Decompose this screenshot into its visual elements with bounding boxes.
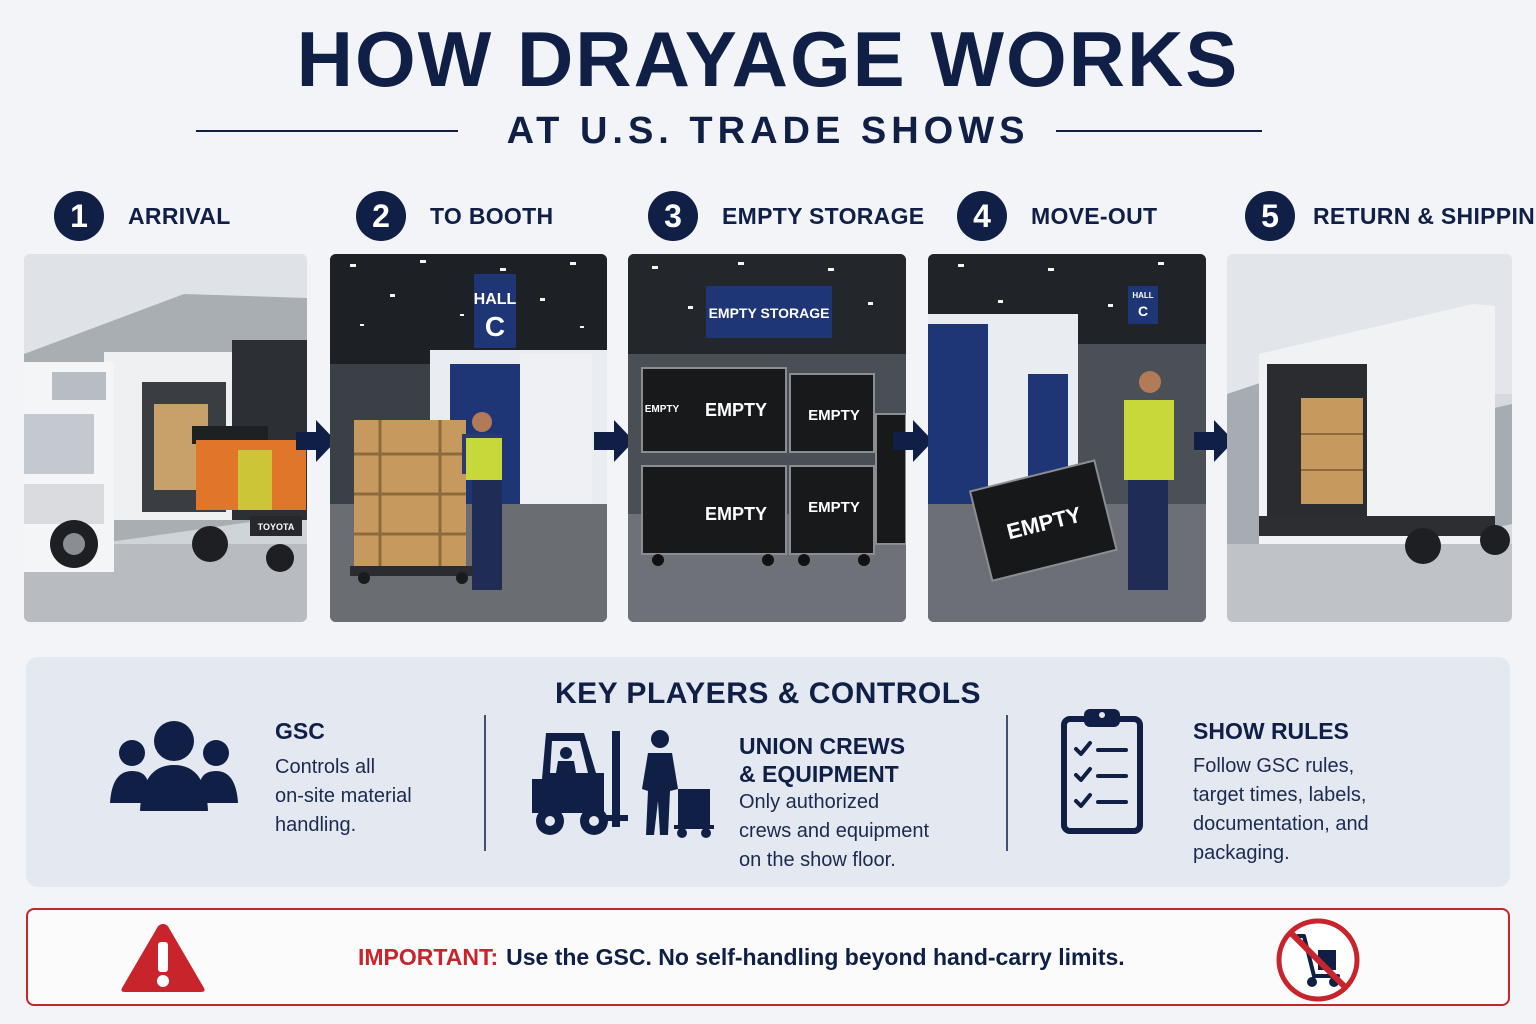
union-crews-heading: UNION CREWS & EQUIPMENT	[739, 732, 905, 788]
arrow-right-icon	[893, 420, 933, 462]
show-rules-heading: SHOW RULES	[1193, 718, 1349, 744]
gsc-heading: GSC	[275, 718, 325, 744]
show-rules-body: Follow GSC rules, target times, labels, …	[1193, 752, 1369, 868]
important-banner: IMPORTANT: Use the GSC. No self-handling …	[26, 908, 1510, 1006]
move-out-photo: HALL C EMPTY	[928, 254, 1206, 622]
body-line: target times, labels,	[1193, 784, 1367, 806]
step-number-badge: 4	[957, 191, 1007, 241]
key-players-title: KEY PLAYERS & CONTROLS	[554, 677, 982, 710]
warning-triangle-icon	[121, 924, 205, 992]
key-players-panel: KEY PLAYERS & CONTROLS GSC Controls all …	[26, 657, 1510, 887]
hall-letter-text: C	[1138, 303, 1148, 319]
section-divider	[484, 715, 486, 851]
case-label-text: EMPTY	[705, 400, 767, 420]
step-label: ARRIVAL	[128, 202, 231, 229]
case-label-text: EMPTY	[705, 504, 767, 524]
step-label: TO BOOTH	[430, 202, 554, 229]
important-label: IMPORTANT:	[358, 944, 499, 970]
page-subtitle: AT U.S. TRADE SHOWS	[506, 110, 1030, 152]
subtitle-rule-right	[1056, 130, 1262, 132]
case-label-text: EMPTY	[808, 499, 860, 516]
body-line: Only authorized	[739, 791, 880, 813]
arrow-right-icon	[594, 420, 634, 462]
important-message: Use the GSC. No self-handling beyond han…	[506, 944, 1125, 970]
forklift-brand-text: TOYOTA	[258, 522, 295, 532]
step-1-header: 1 ARRIVAL	[54, 191, 231, 241]
body-line: on the show floor.	[739, 849, 896, 871]
step-label: RETURN & SHIPPING	[1313, 202, 1536, 229]
step-5-header: 5 RETURN & SHIPPING	[1245, 191, 1536, 241]
arrow-right-icon	[296, 420, 336, 462]
group-people-icon	[110, 721, 238, 811]
important-text: IMPORTANT: Use the GSC. No self-handling …	[358, 944, 1125, 971]
return-shipping-photo	[1227, 254, 1512, 622]
gsc-body: Controls all on-site material handling.	[275, 753, 412, 840]
step-number-badge: 1	[54, 191, 104, 241]
body-line: documentation, and	[1193, 813, 1369, 835]
hall-sign-text: HALL	[1132, 291, 1153, 300]
to-booth-photo: HALL C	[330, 254, 607, 622]
body-line: on-site material	[275, 785, 412, 807]
section-divider	[1006, 715, 1008, 851]
arrival-photo: TOYOTA	[24, 254, 307, 622]
arrow-right-icon	[1194, 420, 1234, 462]
no-hand-truck-icon	[1276, 918, 1360, 1002]
body-line: Controls all	[275, 756, 376, 778]
clipboard-checklist-icon	[1061, 709, 1143, 834]
forklift-worker-icon	[532, 730, 714, 838]
body-line: packaging.	[1193, 842, 1290, 864]
step-label: MOVE-OUT	[1031, 202, 1158, 229]
case-label-text: EMPTY	[645, 404, 680, 415]
storage-sign-text: EMPTY STORAGE	[709, 305, 830, 321]
union-crews-body: Only authorized crews and equipment on t…	[739, 788, 929, 875]
step-number-badge: 2	[356, 191, 406, 241]
hall-sign-text: HALL	[474, 291, 517, 308]
step-number-badge: 3	[648, 191, 698, 241]
subtitle-rule-left	[196, 130, 458, 132]
heading-line: & EQUIPMENT	[739, 761, 899, 787]
subtitle-row: AT U.S. TRADE SHOWS	[0, 110, 1536, 156]
case-label-text: EMPTY	[808, 407, 860, 424]
page-title: HOW DRAYAGE WORKS	[296, 15, 1240, 103]
hall-letter-text: C	[485, 311, 505, 342]
body-line: handling.	[275, 814, 357, 836]
step-number-badge: 5	[1245, 191, 1295, 241]
body-line: crews and equipment	[739, 820, 930, 842]
step-2-header: 2 TO BOOTH	[356, 191, 554, 241]
step-3-header: 3 EMPTY STORAGE	[648, 191, 925, 241]
heading-line: UNION CREWS	[739, 733, 906, 759]
empty-storage-photo: EMPTY STORAGE EMPTY EMPTY EMPTY EMPTY EM…	[628, 254, 906, 622]
step-label: EMPTY STORAGE	[722, 202, 925, 229]
step-4-header: 4 MOVE-OUT	[957, 191, 1158, 241]
body-line: Follow GSC rules,	[1193, 755, 1355, 777]
